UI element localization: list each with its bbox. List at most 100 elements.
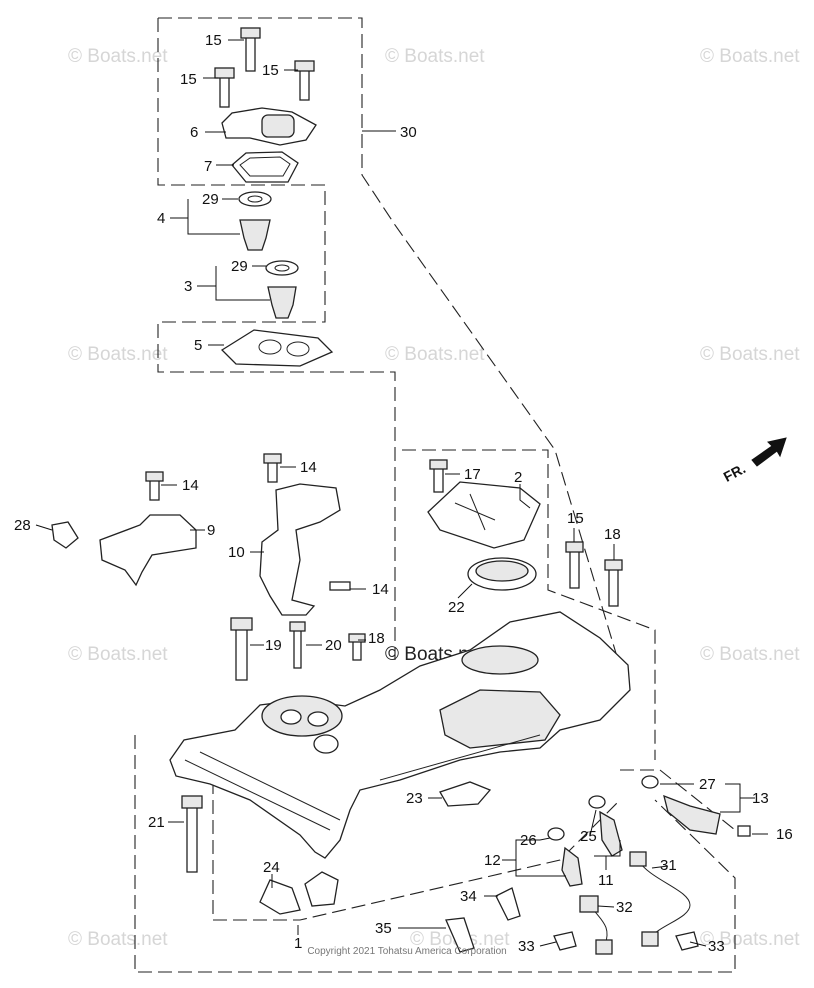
- watermark: © Boats.net: [700, 929, 800, 950]
- callout-16: 16: [776, 826, 793, 843]
- watermark: © Boats.net: [700, 344, 800, 365]
- callout-2: 2: [514, 469, 522, 486]
- thermostat-3: [267, 286, 297, 319]
- callout-15: 15: [205, 32, 222, 49]
- callout-10: 10: [228, 544, 245, 561]
- washer-25: [588, 795, 606, 809]
- callout-34: 34: [460, 888, 477, 905]
- clip-33-a: [553, 931, 577, 951]
- direction-label: FR.: [721, 460, 748, 485]
- frame-sensor: [620, 769, 736, 831]
- thermostat-assembly: [238, 191, 299, 319]
- bolt-18-a: [608, 565, 619, 607]
- callout-17: 17: [464, 466, 481, 483]
- bolt-16: [737, 825, 751, 837]
- sensor-assembly: [547, 775, 751, 887]
- sensor-13: [663, 794, 721, 835]
- callout-14: 14: [372, 581, 389, 598]
- callout-14: 14: [300, 459, 317, 476]
- callout-18: 18: [604, 526, 621, 543]
- callout-13: 13: [752, 790, 769, 807]
- watermark: © Boats.net: [68, 929, 168, 950]
- watermark: © Boats.net: [700, 644, 800, 665]
- callout-3: 3: [184, 278, 192, 295]
- harness-assembly: [445, 851, 699, 955]
- bracket-assembly: [51, 453, 351, 616]
- callout-33: 33: [708, 938, 725, 955]
- gasket-24-a: [259, 879, 301, 915]
- callout-32: 32: [616, 899, 633, 916]
- gasket-24-b: [304, 871, 339, 907]
- clip-34: [495, 887, 521, 921]
- callout-29: 29: [231, 258, 248, 275]
- leader-lines: [35, 39, 768, 947]
- frame-top-plate: [402, 449, 656, 760]
- callout-35: 35: [375, 920, 392, 937]
- bolt-15-c-head: [294, 60, 315, 72]
- sensor-11: [599, 810, 623, 857]
- clip-35: [445, 917, 475, 953]
- watermark-layer: © Boats.net © Boats.net © Boats.net © Bo…: [68, 46, 800, 950]
- callout-15: 15: [180, 71, 197, 88]
- callout-25: 25: [580, 828, 597, 845]
- main-frame-1: [169, 611, 631, 859]
- bolt-14-c: [329, 581, 351, 591]
- watermark: © Boats.net: [385, 46, 485, 67]
- clamp-28: [51, 521, 79, 549]
- callout-12: 12: [484, 852, 501, 869]
- bolt-19: [235, 627, 248, 681]
- bolt-18-b: [352, 639, 362, 661]
- callout-23: 23: [406, 790, 423, 807]
- callout-33: 33: [518, 938, 535, 955]
- bolt-21: [186, 805, 198, 873]
- watermark: © Boats.net: [385, 344, 485, 365]
- thermostat-cover-outlet: [261, 114, 295, 138]
- bolt-15-a: [245, 32, 256, 72]
- callout-1: 1: [294, 935, 302, 952]
- callout-6: 6: [190, 124, 198, 141]
- callout-29: 29: [202, 191, 219, 208]
- bolt-17: [433, 465, 444, 493]
- callout-31: 31: [660, 857, 677, 874]
- bolt-20: [293, 627, 302, 669]
- watermark: © Boats.net: [68, 644, 168, 665]
- bolt-15-a-head: [240, 27, 261, 39]
- callout-21: 21: [148, 814, 165, 831]
- callout-24: 24: [263, 859, 280, 876]
- bracket-10: [259, 483, 341, 616]
- gasket-23: [439, 781, 492, 807]
- copyright-notice: Copyright 2021 Tohatsu America Corporati…: [307, 946, 507, 957]
- sensor-12: [561, 846, 583, 887]
- group-frames: [134, 17, 736, 973]
- frame-thermostat-top: [157, 18, 396, 660]
- callout-27: 27: [699, 776, 716, 793]
- callout-15: 15: [262, 62, 279, 79]
- washer-27: [641, 775, 659, 789]
- callout-26: 26: [520, 832, 537, 849]
- thermostat-cover-assembly: [214, 27, 317, 183]
- callout-9: 9: [207, 522, 215, 539]
- callout-15: 15: [567, 510, 584, 527]
- thermostat-4: [239, 219, 271, 251]
- callout-labels: 15 15 15 6 7 30 29 4 29 3 5 14 14 17 2 2…: [14, 32, 793, 955]
- callout-30: 30: [400, 124, 417, 141]
- callout-4: 4: [157, 210, 165, 227]
- bracket-9: [99, 514, 197, 587]
- callout-11: 11: [598, 872, 614, 889]
- callout-14: 14: [182, 477, 199, 494]
- watermark: © Boats.net: [68, 344, 168, 365]
- callout-5: 5: [194, 337, 202, 354]
- harness-31: [637, 859, 691, 939]
- clip-33-b: [675, 931, 699, 951]
- frame-inner: [212, 780, 621, 921]
- watermark: © Boats.net: [68, 46, 168, 67]
- washer-29-a: [238, 191, 272, 207]
- bolt-15-b-head: [214, 67, 235, 79]
- washer-29-b: [265, 260, 299, 276]
- bolt-15-d: [569, 547, 580, 589]
- callout-18: 18: [368, 630, 385, 647]
- forward-arrow-icon: FR.: [721, 437, 787, 485]
- frame-outer: [134, 735, 736, 973]
- callout-7: 7: [204, 158, 212, 175]
